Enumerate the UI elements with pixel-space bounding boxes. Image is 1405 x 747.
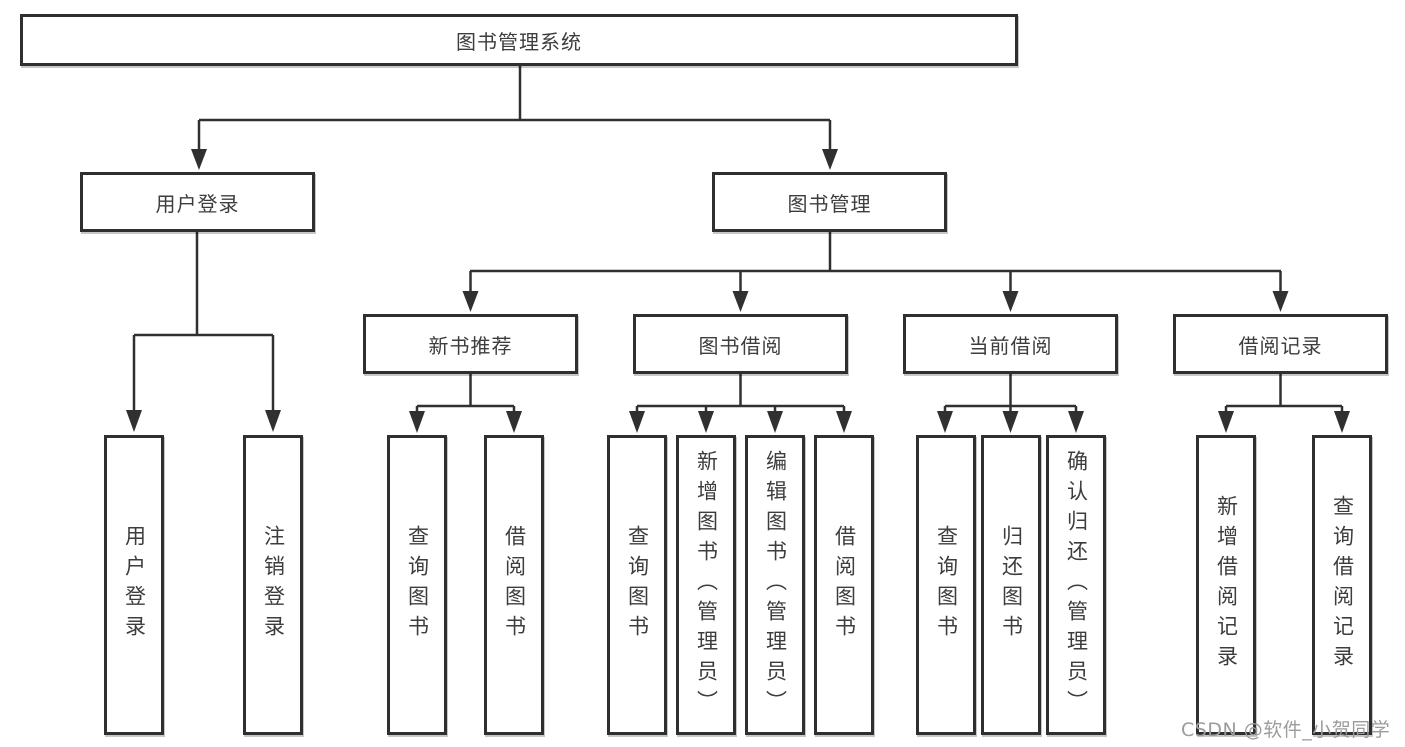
leaf-return-book: 归还图书 xyxy=(981,435,1041,735)
node-book-management: 图书管理 xyxy=(712,172,947,232)
node-root: 图书管理系统 xyxy=(20,14,1018,66)
leaf-add-book-admin: 新增图书（管理员） xyxy=(676,435,736,735)
leaf-current-query-book: 查询图书 xyxy=(916,435,976,735)
arrowhead-icons xyxy=(126,149,1350,433)
leaf-user-login: 用户登录 xyxy=(104,435,164,735)
leaf-query-borrow-record: 查询借阅记录 xyxy=(1312,435,1372,735)
node-borrow-records: 借阅记录 xyxy=(1173,314,1388,374)
leaf-recommend-query-book: 查询图书 xyxy=(387,435,447,735)
node-new-book-recommend: 新书推荐 xyxy=(363,314,578,374)
leaf-logout: 注销登录 xyxy=(243,435,303,735)
leaf-confirm-return-admin: 确认归还（管理员） xyxy=(1046,435,1106,735)
node-current-borrow: 当前借阅 xyxy=(903,314,1118,374)
leaf-borrow-book: 借阅图书 xyxy=(814,435,874,735)
node-user-login: 用户登录 xyxy=(80,172,315,232)
leaf-edit-book-admin: 编辑图书（管理员） xyxy=(745,435,805,735)
leaf-borrow-query-book: 查询图书 xyxy=(607,435,667,735)
leaf-add-borrow-record: 新增借阅记录 xyxy=(1196,435,1256,735)
csdn-watermark: CSDN @软件_小贺同学 xyxy=(1181,719,1391,741)
leaf-recommend-borrow-book: 借阅图书 xyxy=(484,435,544,735)
node-book-borrow: 图书借阅 xyxy=(633,314,848,374)
